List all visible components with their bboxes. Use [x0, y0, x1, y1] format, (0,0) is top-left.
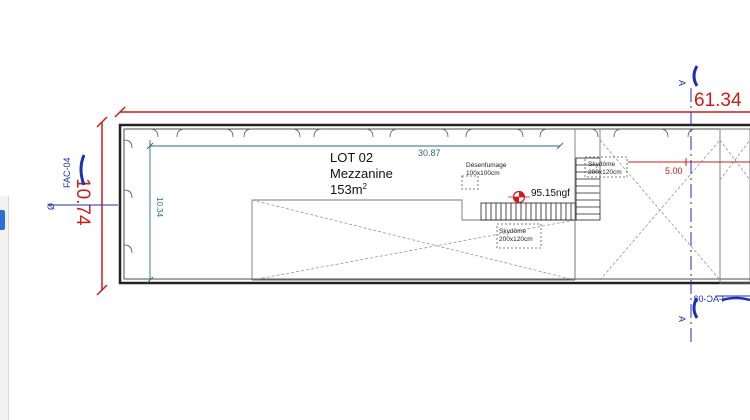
side-panel-handle[interactable] [0, 210, 5, 230]
skydome-title-top: Skydôme [588, 161, 615, 168]
facade-symbol-left: Ø [46, 203, 56, 210]
level-label: 95.15ngf [531, 188, 570, 199]
desenfumage-size: 100x100cm [466, 170, 500, 177]
facade-marker-right [716, 295, 750, 302]
inner-width-label: 10.34 [155, 197, 164, 218]
skydome-size-bottom: 200x120cm [499, 236, 533, 243]
void-hatch [251, 199, 576, 281]
right-dimension [628, 158, 750, 166]
area-value: 153m2 [330, 182, 368, 197]
skydome-box-bottom [496, 223, 542, 249]
facade-marker-left [48, 154, 118, 206]
area-name: Mezzanine [330, 166, 393, 181]
skydome-box-top [584, 156, 628, 178]
overall-length-label: 61.34 [694, 90, 742, 111]
door-swings [123, 128, 697, 254]
side-panel-edge[interactable] [0, 196, 9, 420]
inner-dimensions [146, 140, 564, 284]
right-dimension-label: 5.00 [665, 166, 683, 176]
section-label-bottom: A [677, 316, 687, 322]
overall-dimension [96, 106, 750, 296]
side-dimension-label: 10.74 [72, 178, 93, 226]
right-zone [574, 128, 750, 284]
facade-label-right: FAC-03 [693, 294, 724, 304]
inner-length-label: 30.87 [418, 148, 441, 158]
right-zone-hatch [599, 139, 750, 281]
section-label-top: A [677, 80, 687, 86]
skydome-title-bottom: Skydôme [499, 228, 526, 235]
desenfumage-box [461, 175, 479, 190]
section-line-a [690, 65, 699, 345]
facade-label-left: FAC-04 [62, 157, 72, 188]
skydome-size-top: 200x120cm [588, 169, 622, 176]
desenfumage-title: Désenfumage [466, 162, 507, 169]
lot-label: LOT 02 [330, 150, 373, 165]
stair [480, 157, 601, 221]
level-marker [508, 190, 530, 204]
